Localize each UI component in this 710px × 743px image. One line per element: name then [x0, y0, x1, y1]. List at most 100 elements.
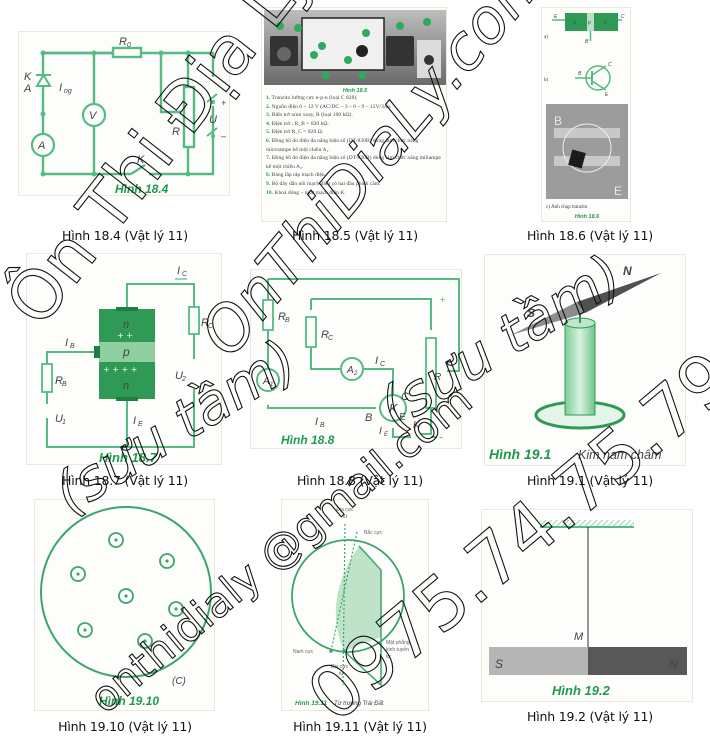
svg-text:C: C — [380, 361, 386, 368]
figure-18-5-image[interactable]: Hình 18.5 1. Tranzito lưỡng cực n-p-n (l… — [261, 7, 447, 222]
figure-18-5: Hình 18.5 1. Tranzito lưỡng cực n-p-n (l… — [240, 0, 470, 245]
svg-text:n: n — [123, 319, 129, 331]
figure-caption: Hình 18.8 (Vật lý 11) — [297, 473, 423, 488]
svg-text:Hình 18.5: Hình 18.5 — [343, 88, 368, 94]
svg-text:S: S — [495, 657, 503, 671]
svg-text:1: 1 — [270, 382, 273, 388]
svg-text:I: I — [65, 337, 68, 349]
svg-text:+: + — [439, 295, 446, 304]
figure-18-7-image[interactable]: n p n + + + + + + I C I B R C R B U 1 U … — [26, 253, 222, 465]
svg-text:K: K — [24, 71, 32, 83]
svg-text:c) Ảnh chụp tranzito: c) Ảnh chụp tranzito — [546, 204, 588, 210]
svg-text:U: U — [209, 114, 217, 126]
svg-text:a): a) — [544, 35, 548, 40]
svg-text:từ: từ — [343, 514, 348, 520]
svg-text:n: n — [604, 20, 607, 26]
svg-text:+ +: + + — [117, 331, 133, 340]
list-item: 6. Đồng hồ đo điện đa năng hiện số (DT-8… — [266, 137, 419, 153]
figure-18-4: R 0 K A I ng A V R U K + – Hình 18.4 Hìn… — [0, 0, 240, 245]
svg-text:–: – — [439, 433, 443, 442]
svg-text:K: K — [389, 401, 399, 416]
figure-18-8: K R B R C A 1 A 2 I C I B I E B C E K R … — [240, 245, 470, 490]
svg-text:M: M — [574, 631, 584, 643]
svg-text:Hình 19.2: Hình 19.2 — [552, 683, 611, 698]
svg-text:R: R — [321, 329, 329, 341]
svg-text:Mặt phẳng: Mặt phẳng — [386, 639, 410, 646]
svg-text:E: E — [614, 184, 622, 198]
svg-text:+: + — [221, 98, 226, 108]
svg-text:R: R — [55, 375, 63, 387]
svg-text:C: C — [208, 323, 214, 330]
npn-transistor-circuit: n p n + + + + + + I C I B R C R B U 1 U … — [41, 265, 214, 465]
list-item: 9. Bộ dây dẫn nối mạch điện có hai đầu p… — [266, 180, 381, 187]
figure-19-1-image[interactable]: S N Hình 19.1 Kim nam châm — [484, 254, 686, 466]
svg-text:Hình 18.4: Hình 18.4 — [115, 182, 169, 196]
magnetic-compass-needle: S N Hình 19.1 Kim nam châm — [489, 264, 661, 462]
equipment-list: 1. Tranzito lưỡng cực n-p-n (loại C 828)… — [266, 94, 442, 197]
figure-19-10-image[interactable]: (C) Hình 19.10 — [34, 499, 215, 711]
svg-text:N: N — [669, 657, 678, 671]
svg-text:B: B — [70, 343, 75, 350]
svg-text:B: B — [578, 71, 582, 77]
list-item: 2. Nguồn điện 0 ÷ 12 V (AC/DC – 3 – 6 – … — [266, 103, 392, 110]
figure-19-2: M S N Hình 19.2 Hình 19.2 (Vật lý 11) — [470, 490, 710, 743]
svg-text:I: I — [133, 415, 136, 427]
list-item: 8. Bảng lắp ráp mạch điện. — [266, 172, 327, 179]
figure-18-6-image[interactable]: E C n p n B a) b) B C E B E c) Ảnh chụp … — [541, 7, 631, 222]
svg-text:2: 2 — [181, 376, 186, 383]
svg-text:2: 2 — [353, 371, 358, 377]
svg-text:Địa cực: Địa cực — [331, 664, 349, 670]
transistor-diagram: E C n p n B a) b) B C E B E c) Ảnh chụp … — [544, 13, 628, 220]
svg-text:I: I — [315, 416, 318, 428]
svg-text:Hình 19.11: Hình 19.11 — [295, 700, 327, 707]
svg-text:U: U — [175, 370, 183, 382]
figure-caption: Hình 19.11 (Vật lý 11) — [293, 719, 427, 734]
svg-text:Từ trường Trái Đất: Từ trường Trái Đất — [334, 700, 384, 707]
svg-text:E: E — [554, 14, 558, 20]
svg-text:kinh tuyến: kinh tuyến — [386, 647, 409, 653]
svg-text:I: I — [177, 265, 180, 277]
figure-caption: Hình 19.2 (Vật lý 11) — [527, 709, 653, 724]
svg-text:R: R — [172, 126, 180, 138]
svg-text:I: I — [379, 426, 382, 437]
figure-19-2-image[interactable]: M S N Hình 19.2 — [481, 509, 693, 702]
figure-caption: Hình 19.10 (Vật lý 11) — [58, 719, 192, 734]
svg-text:Hình 18.8: Hình 18.8 — [281, 433, 335, 447]
list-item: 10. Khoá đóng – ngắt mạch điện K. — [266, 189, 346, 196]
svg-text:A: A — [23, 83, 31, 95]
svg-text:từ: từ — [386, 654, 391, 660]
svg-text:ng: ng — [64, 88, 72, 95]
svg-text:B: B — [365, 412, 372, 424]
svg-text:I: I — [59, 82, 62, 94]
svg-text:Kim nam châm: Kim nam châm — [578, 448, 661, 462]
svg-text:N: N — [623, 264, 632, 278]
list-item: 7. Đồng hồ đo điện đa năng hiện số (DT-8… — [266, 155, 441, 170]
svg-text:Hình 19.1: Hình 19.1 — [489, 446, 551, 462]
magnetic-field-out-of-page: (C) Hình 19.10 — [40, 506, 212, 708]
figure-caption: Hình 18.7 (Vật lý 11) — [62, 473, 188, 488]
svg-text:B: B — [554, 114, 562, 128]
svg-text:C: C — [328, 335, 334, 342]
lab-equipment-photo: Hình 18.5 — [264, 10, 446, 94]
svg-text:E: E — [605, 92, 609, 98]
svg-text:(C): (C) — [172, 676, 186, 687]
earth-magnetic-field: Địa cực từ Bắc cực Nam cực Địa cực từ Mặ… — [291, 507, 410, 707]
svg-text:A: A — [37, 140, 45, 152]
svg-text:K: K — [413, 420, 421, 431]
svg-text:A: A — [262, 376, 270, 387]
svg-text:1: 1 — [62, 419, 66, 426]
figure-19-11: Địa cực từ Bắc cực Nam cực Địa cực từ Mặ… — [240, 490, 470, 743]
figure-19-1: S N Hình 19.1 Kim nam châm Hình 19.1 (Vậ… — [470, 245, 710, 490]
svg-text:C: C — [182, 271, 188, 278]
svg-text:V: V — [89, 110, 98, 122]
list-item: 5. Điện trở R_C = 820 Ω. — [266, 129, 324, 136]
figure-18-4-image[interactable]: R 0 K A I ng A V R U K + – Hình 18.4 — [18, 31, 230, 196]
svg-text:R: R — [278, 311, 286, 323]
svg-text:B: B — [62, 381, 67, 388]
list-item: 3. Biến trở núm xoay, R (loại 100 kΩ). — [266, 112, 353, 119]
svg-text:B: B — [285, 317, 290, 324]
circuit-diagram-18-4: R 0 K A I ng A V R U K + – Hình 18.4 — [23, 36, 227, 196]
svg-text:Hình 18.7: Hình 18.7 — [99, 450, 158, 465]
figure-18-8-image[interactable]: K R B R C A 1 A 2 I C I B I E B C E K R … — [250, 269, 462, 449]
figure-19-11-image[interactable]: Địa cực từ Bắc cực Nam cực Địa cực từ Mặ… — [281, 499, 429, 711]
